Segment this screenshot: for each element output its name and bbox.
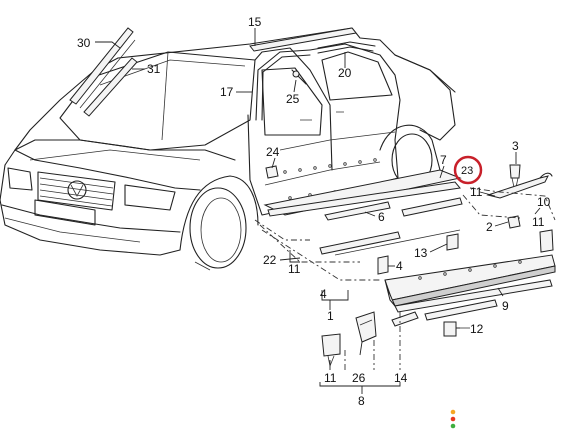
- callout-11c: 11: [288, 262, 301, 276]
- leader-lines: [95, 28, 541, 394]
- callout-23: 23: [461, 165, 473, 177]
- callout-10: 10: [537, 195, 551, 209]
- callout-7: 7: [440, 153, 447, 167]
- exploded-parts: [69, 27, 556, 368]
- callout-17: 17: [220, 85, 234, 99]
- callout-4b: 4: [320, 287, 327, 301]
- callout-2: 2: [486, 220, 493, 234]
- assembly-lines: [254, 187, 556, 372]
- callout-26: 26: [352, 371, 366, 385]
- callout-11a: 11: [470, 185, 483, 199]
- car-body-drawing: [0, 27, 456, 271]
- callout-22: 22: [263, 253, 277, 267]
- highlight-ring: [453, 155, 483, 185]
- callout-6: 6: [378, 210, 385, 224]
- callout-13: 13: [414, 246, 428, 260]
- status-indicator-dots: [450, 409, 456, 429]
- callout-20: 20: [338, 66, 352, 80]
- callout-14: 14: [394, 371, 408, 385]
- callout-30: 30: [77, 36, 91, 50]
- callout-11b: 11: [532, 215, 545, 229]
- callout-31: 31: [147, 62, 161, 76]
- callout-25: 25: [286, 92, 300, 106]
- callout-4a: 4: [396, 259, 403, 273]
- callout-9: 9: [502, 299, 509, 313]
- indicator-dot-red: [450, 416, 456, 422]
- callout-1: 1: [327, 309, 334, 323]
- callout-labels: 30 31 15 17 20 25 24 7 23 3 11 10 6 11 2…: [77, 15, 551, 408]
- callout-3: 3: [512, 139, 519, 153]
- callout-8: 8: [358, 394, 365, 408]
- callout-12: 12: [470, 322, 484, 336]
- indicator-dot-orange: [450, 409, 456, 415]
- indicator-dot-green: [450, 423, 456, 429]
- callout-15: 15: [248, 15, 262, 29]
- callout-11d: 11: [324, 371, 337, 385]
- callout-24: 24: [266, 145, 280, 159]
